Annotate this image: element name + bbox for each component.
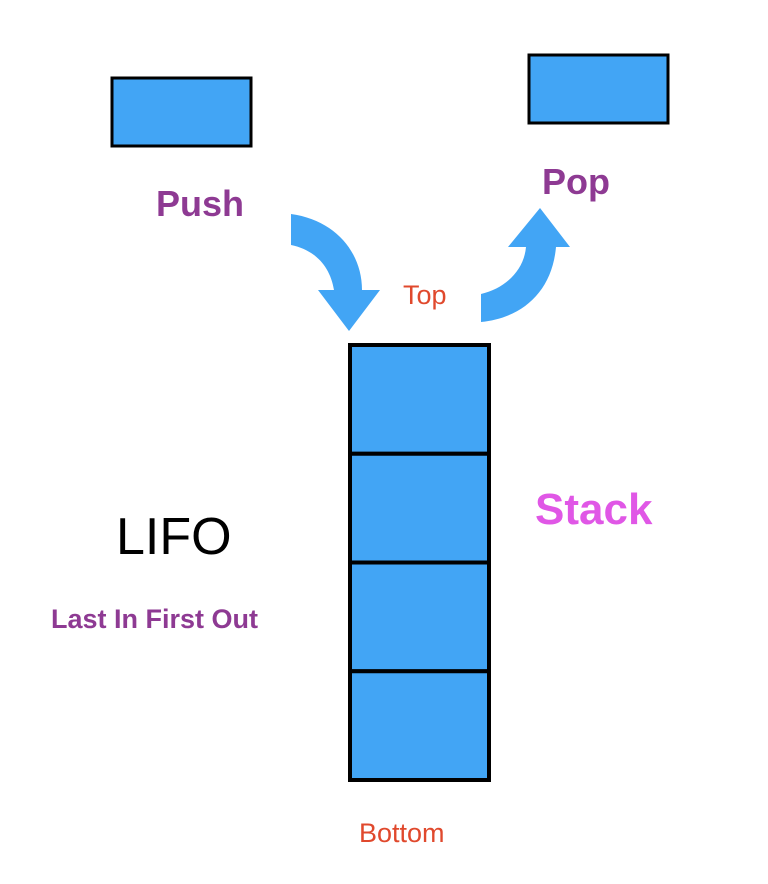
stack-item — [348, 669, 491, 782]
push-arrow — [291, 214, 380, 331]
bottom-label: Bottom — [359, 818, 445, 848]
push-label: Push — [156, 183, 244, 224]
push-block — [110, 76, 253, 148]
lifo-label: LIFO — [116, 508, 232, 566]
pop-arrow — [481, 208, 570, 322]
pop-label: Pop — [542, 161, 610, 202]
stack-item — [348, 560, 491, 674]
stack-column — [348, 343, 491, 782]
stack-item — [348, 343, 491, 456]
stack-item — [348, 451, 491, 565]
pop-block — [527, 53, 670, 125]
stack-label: Stack — [535, 485, 653, 534]
top-label: Top — [403, 280, 447, 310]
lifo-expansion-label: Last In First Out — [51, 604, 258, 634]
